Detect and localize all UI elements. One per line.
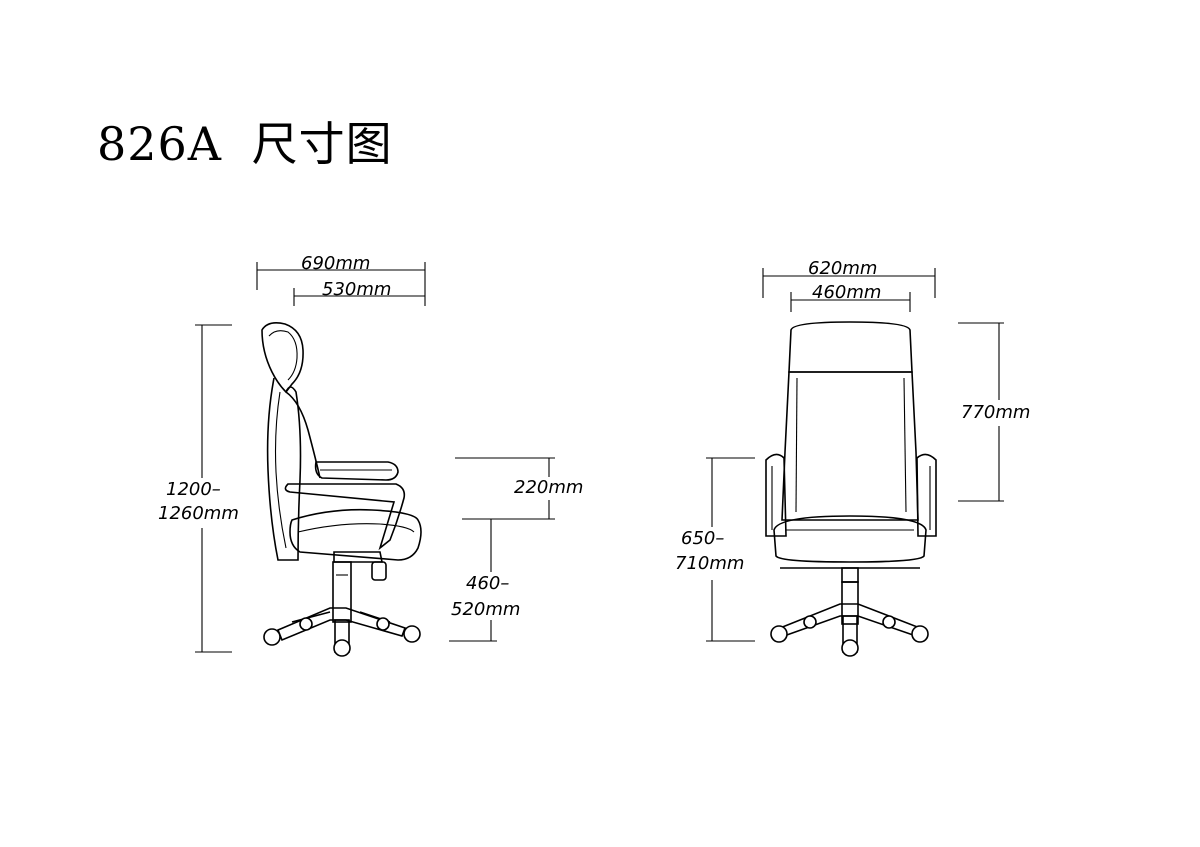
front-seat-width-dimension (790, 292, 911, 312)
side-seat-height-label-line1: 460– (466, 573, 510, 594)
side-armrest-height-dimension (455, 457, 555, 520)
front-overall-width-label: 620mm (808, 258, 878, 279)
side-seat-height-label-line2: 520mm (451, 599, 521, 620)
side-seat-depth-label: 530mm (322, 279, 392, 300)
side-height-label-line1: 1200– (166, 479, 221, 500)
front-armrest-floor-label-line2: 710mm (675, 553, 745, 574)
front-seat-width-label: 460mm (812, 282, 882, 303)
front-view-chair (765, 321, 937, 657)
side-overall-depth-label: 690mm (301, 253, 371, 274)
side-armrest-height-label: 220mm (514, 477, 584, 498)
front-width-dimension (762, 268, 936, 298)
side-seat-height-dimension (449, 519, 497, 642)
side-depth-dimension (256, 262, 426, 306)
model-number: 826A (97, 117, 223, 171)
front-armrest-floor-dimension (706, 457, 755, 642)
title-label: 尺寸图 (251, 117, 393, 171)
side-view-chair (261, 322, 422, 657)
front-armrest-floor-label-line1: 650– (681, 528, 725, 549)
side-seat-depth-dimension (293, 288, 425, 306)
front-backrest-height-dimension (958, 322, 1004, 502)
side-height-dimension (195, 324, 232, 653)
side-height-label-line2: 1260mm (158, 503, 239, 524)
drawing-title: 826A 尺寸图 (97, 108, 393, 174)
front-backrest-height-label: 770mm (961, 402, 1031, 423)
